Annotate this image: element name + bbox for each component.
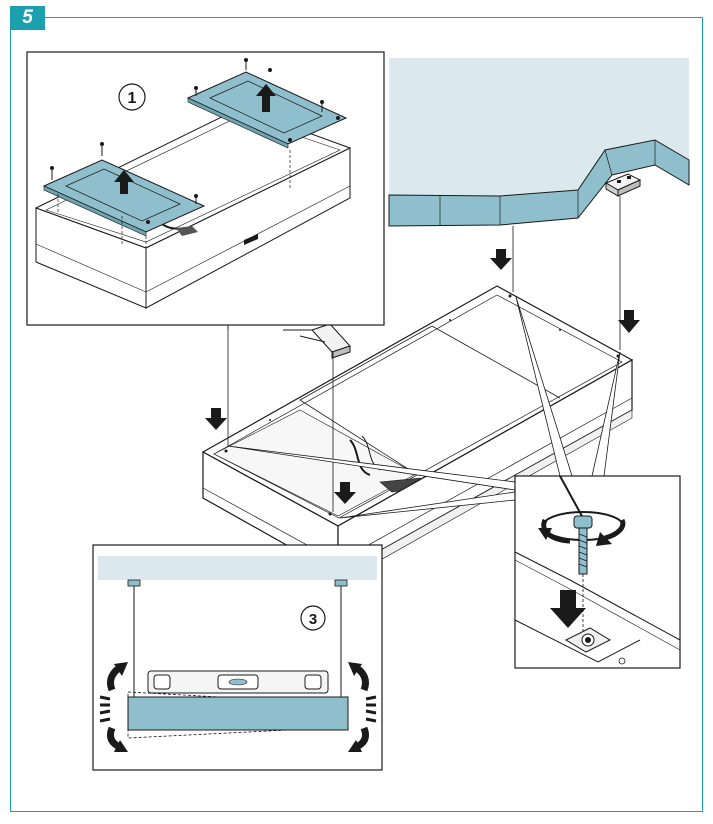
arrow-up-icon — [256, 84, 276, 112]
callout-circle-3 — [300, 605, 326, 631]
ceiling-bracket-left — [283, 323, 351, 359]
inset-leveling: 3 — [92, 544, 383, 771]
arrow-down-icon — [550, 590, 586, 628]
main-scene — [201, 58, 690, 585]
step-number-badge: 5 — [10, 6, 45, 30]
rotate-arrow-icon — [348, 662, 377, 752]
screw-icon — [573, 515, 593, 575]
step-frame — [10, 17, 703, 812]
inset-remove-panels: 1 — [26, 51, 385, 326]
ceiling-strip — [98, 556, 377, 580]
hood-level-body — [127, 696, 349, 731]
inset-screw-detail — [514, 475, 681, 669]
rotate-arrow-icon — [99, 662, 128, 752]
arrow-down-icon — [490, 249, 512, 270]
ceiling-bracket — [604, 173, 642, 197]
arrow-down-icon — [334, 482, 356, 504]
arrow-up-icon — [114, 170, 134, 194]
spirit-level-icon — [147, 670, 329, 694]
arrow-down-icon — [205, 408, 227, 430]
callout-number-1: 1 — [128, 90, 137, 107]
callout-number-3: 3 — [309, 611, 317, 628]
callout-circle-1 — [118, 83, 146, 111]
arrow-down-icon — [618, 310, 640, 333]
ceiling-surface — [389, 58, 689, 196]
